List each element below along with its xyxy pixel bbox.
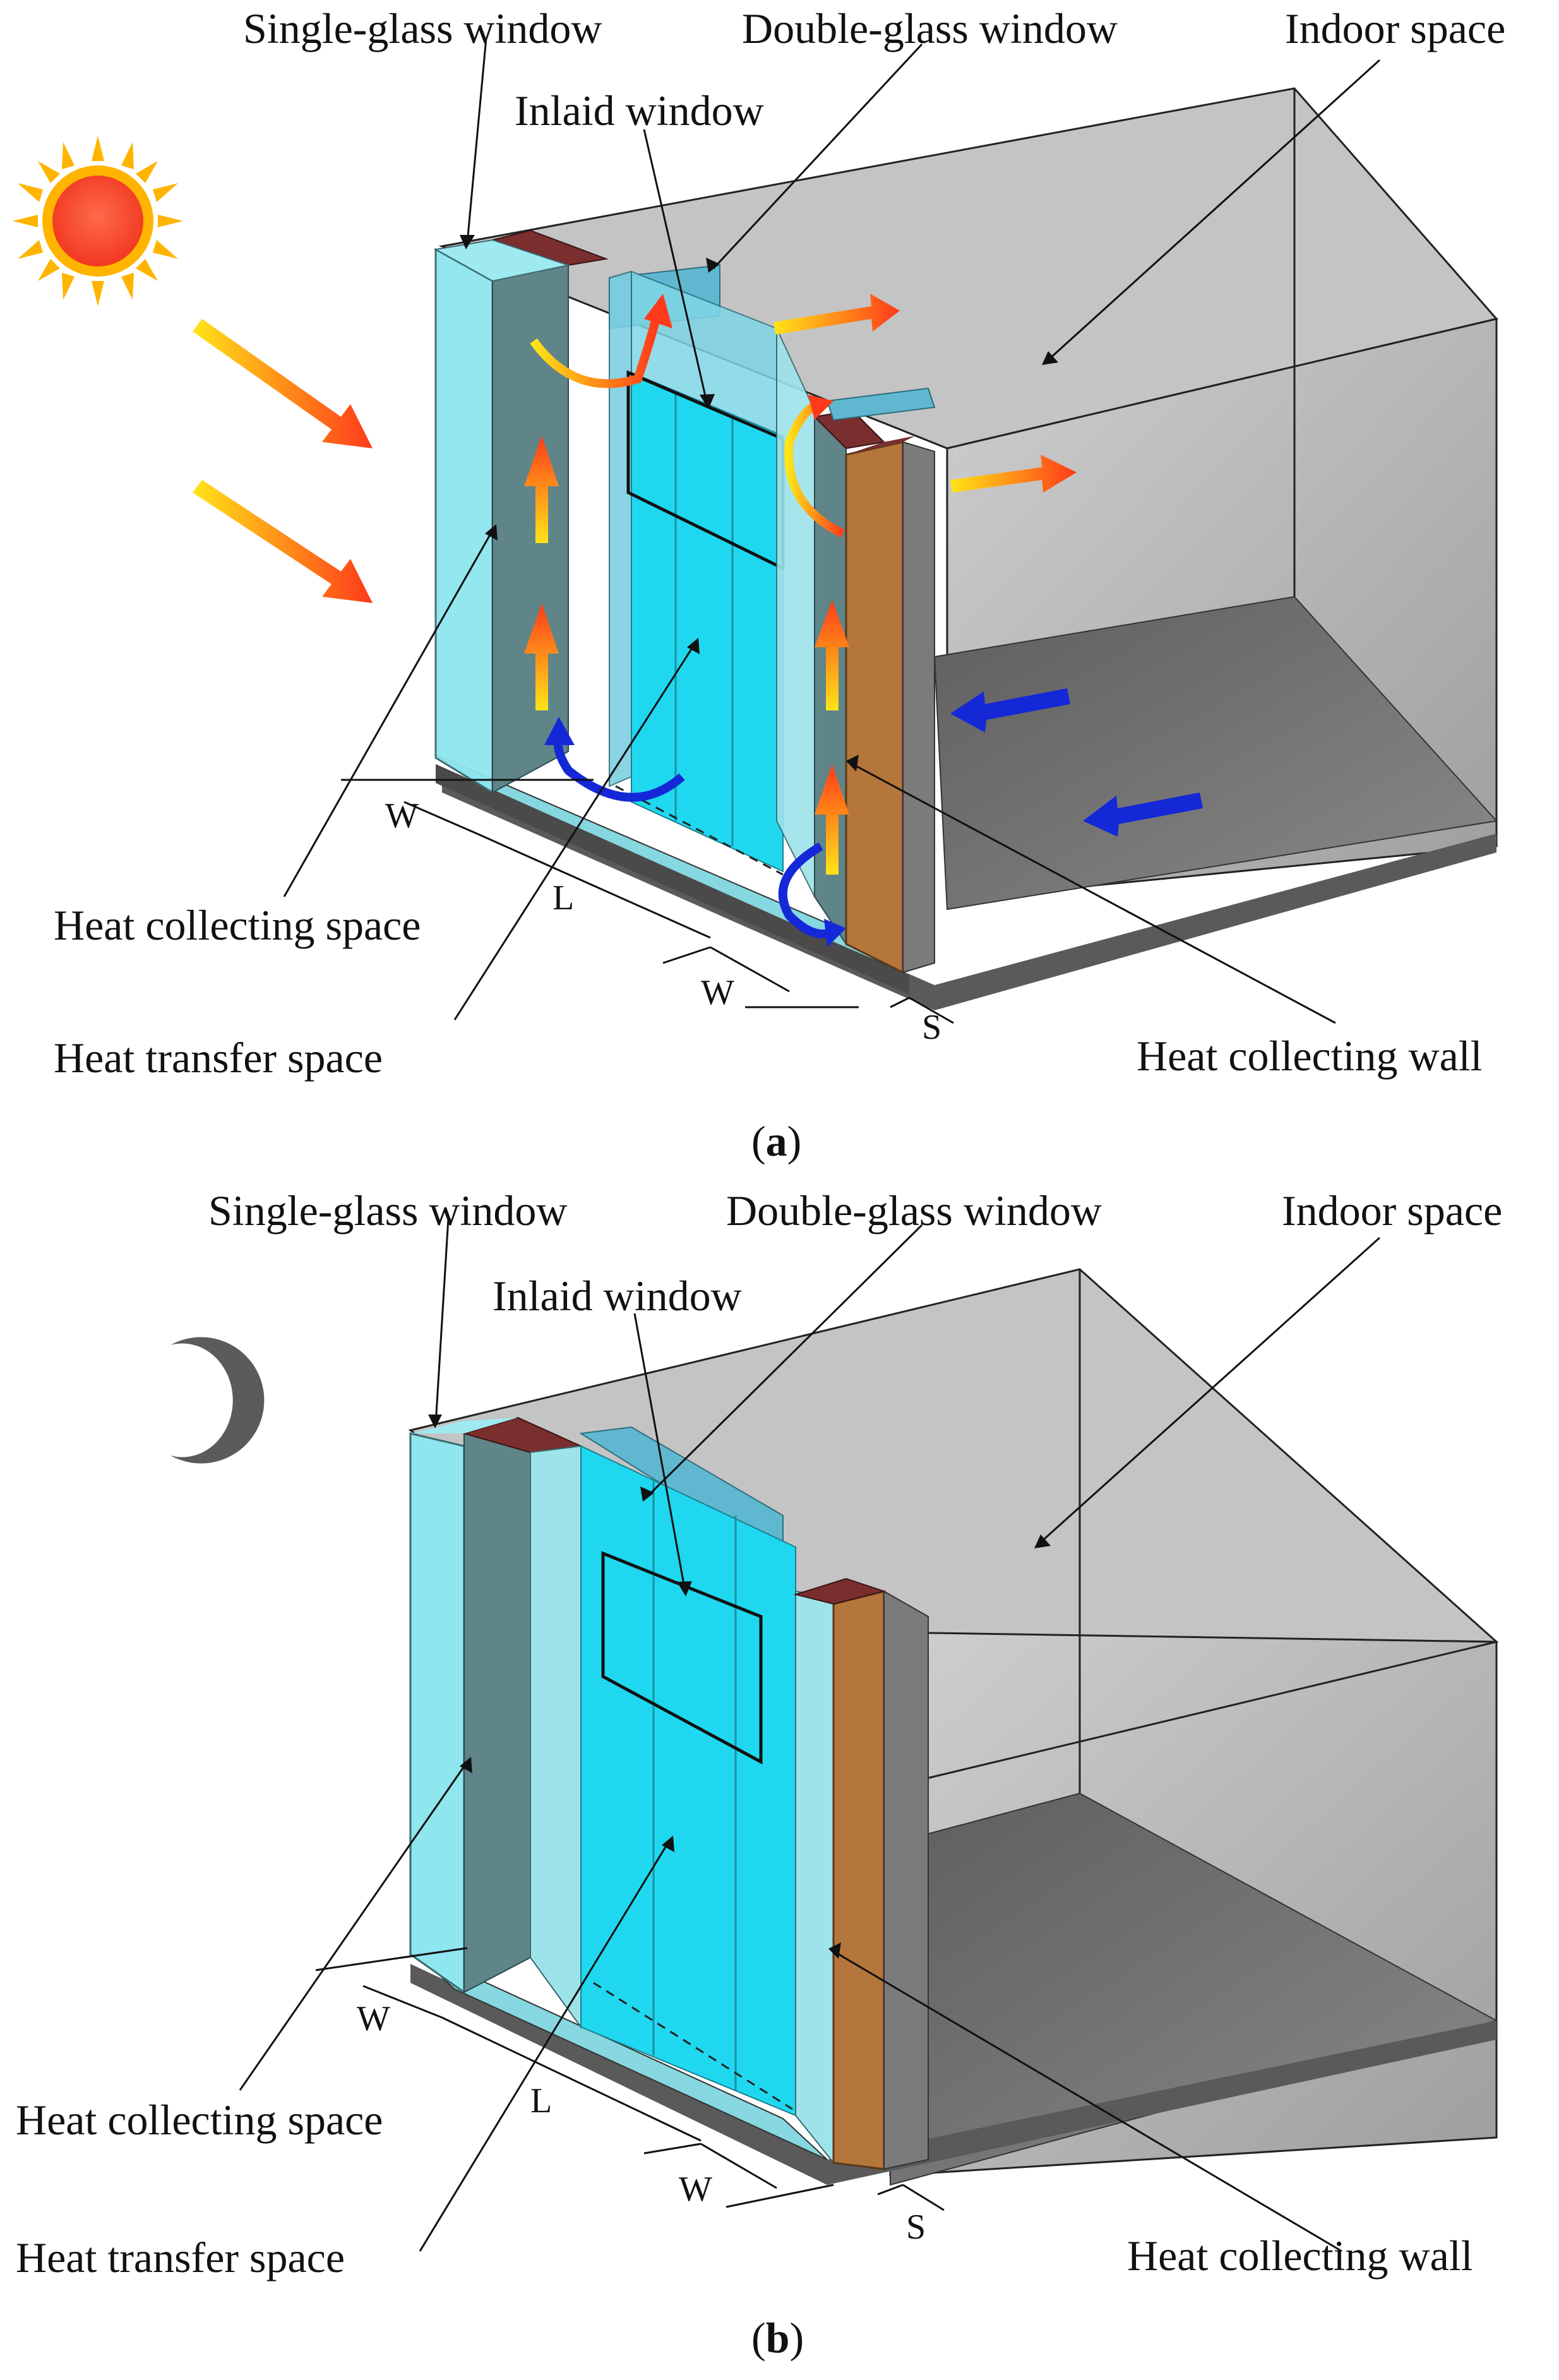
heat-collecting-space-wall [492,239,569,794]
moon-icon [170,1337,265,1464]
heat-collecting-wall [845,441,904,974]
sun-icon [13,136,183,306]
label-indoor-space: Indoor space [1282,1187,1502,1235]
sunlight-arrow [193,480,373,603]
dimension-l: L [530,2081,552,2120]
inlaid-glass-panel [580,1445,796,2117]
dimension-l: L [553,878,574,918]
svg-text:(b): (b) [751,2314,804,2362]
indoor-room [408,1268,1499,2186]
label-indoor-space: Indoor space [1285,4,1505,52]
warm-airflow-arrows [193,294,1077,875]
heat-collecting-wall [832,1590,885,2170]
label-heat-collecting-wall: Heat collecting wall [1137,1032,1483,1080]
sunlight-arrow [193,319,373,448]
heat-collecting-space-wall [463,1432,531,1994]
panel-b: Single-glass window Double-glass window … [16,1187,1502,2362]
dimension-w-right: W [679,2170,712,2209]
dimension-s: S [922,1008,941,1047]
label-inlaid-window: Inlaid window [515,87,764,135]
label-inlaid-window: Inlaid window [493,1272,742,1320]
panel-a: Single-glass window Double-glass window … [13,4,1505,1165]
caption-b: b [766,2314,790,2362]
dimension-lines-b [315,1947,945,2211]
indoor-room [438,87,1498,1010]
label-heat-collecting-wall: Heat collecting wall [1127,2232,1473,2280]
dimension-w-right: W [701,973,734,1012]
single-glass-pane [409,1432,465,1994]
inlaid-window-frame [601,1551,763,1765]
dimension-w-left: W [385,796,419,835]
label-single-glass-window: Single-glass window [208,1187,568,1235]
single-glass-pane [434,248,494,794]
caption-a: a [766,1117,787,1165]
dimension-w-left: W [357,1999,390,2038]
label-double-glass-window: Double-glass window [726,1187,1102,1235]
label-heat-collecting-space: Heat collecting space [54,901,421,949]
label-double-glass-window: Double-glass window [742,4,1118,52]
label-heat-transfer-space: Heat transfer space [16,2233,345,2281]
dimension-s: S [906,2208,926,2247]
cold-airflow-arrows [544,688,1203,947]
dimension-lines-a [341,779,954,1024]
label-single-glass-window: Single-glass window [243,4,602,52]
label-heat-transfer-space: Heat transfer space [54,1034,383,1082]
leader-lines-a [283,37,1381,1024]
svg-text:(a): (a) [751,1117,801,1165]
leader-lines-b [239,1218,1381,2252]
label-heat-collecting-space: Heat collecting space [16,2096,383,2144]
